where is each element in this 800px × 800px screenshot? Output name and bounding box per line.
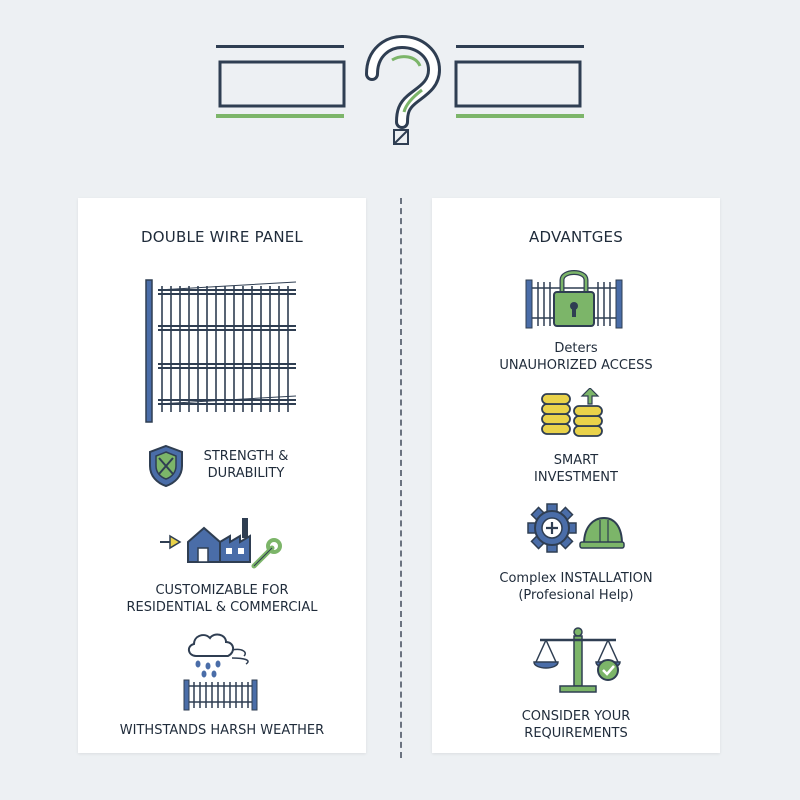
center-divider	[400, 198, 402, 758]
padlock-fence-icon	[525, 270, 623, 329]
feature-strength-label: STRENGTH & DURABILITY	[203, 449, 289, 481]
question-mark-icon	[365, 34, 442, 145]
advantage-installation-label: Complex INSTALLATION (Profesional Help)	[499, 571, 653, 603]
feature-customizable-label: CUSTOMIZABLE FOR RESIDENTIAL & COMMERCIA…	[126, 583, 318, 615]
left-bracket-icon	[216, 45, 346, 118]
card-title: DOUBLE WIRE PANEL	[141, 228, 303, 246]
advantages-card: ADVANTGES Deters UNAUHORIZED ACCESS	[432, 198, 720, 753]
shield-icon	[149, 444, 183, 488]
feature-weather-label: WITHSTANDS HARSH WEATHER	[119, 723, 325, 738]
header-graphic	[216, 34, 584, 145]
advantage-investment-label: SMART INVESTMENT	[534, 453, 618, 485]
right-bracket-icon	[454, 45, 584, 118]
advantage-deters-label: Deters UNAUHORIZED ACCESS	[499, 341, 653, 373]
advantage-requirements-label: CONSIDER YOUR REQUIREMENTS	[521, 709, 631, 741]
wire-fence-panel-icon	[145, 279, 297, 423]
scales-check-icon	[533, 627, 621, 693]
gear-hardhat-icon	[527, 503, 625, 553]
double-wire-panel-card: DOUBLE WIRE PANEL	[78, 198, 366, 753]
card-title: ADVANTGES	[529, 228, 623, 246]
rain-cloud-fence-icon	[183, 633, 258, 711]
house-factory-wrench-icon	[160, 518, 282, 569]
coins-arrow-icon	[541, 388, 603, 437]
